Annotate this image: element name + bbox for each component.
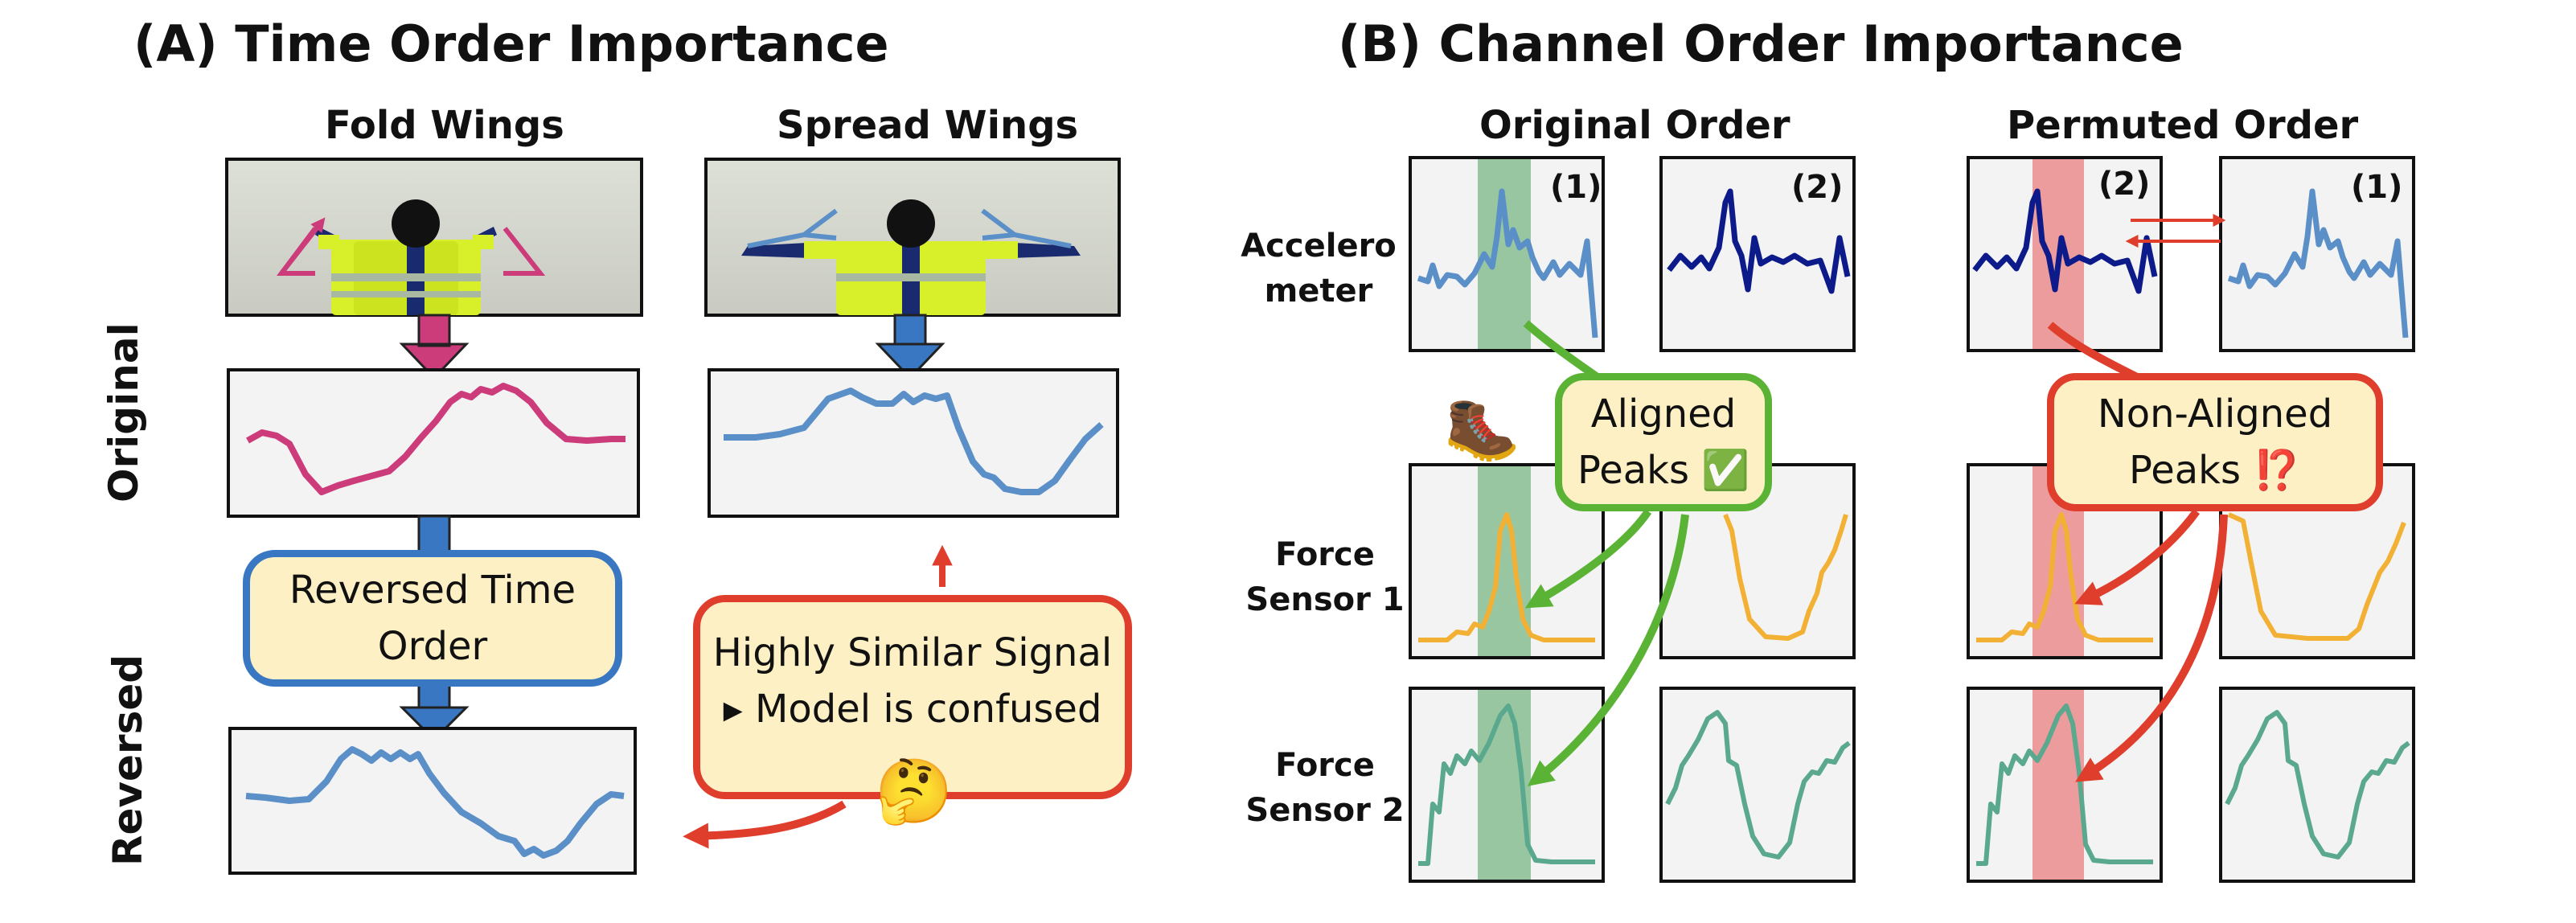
panel-b-title: (B) Channel Order Importance: [1338, 14, 2184, 73]
tag-acc-orig-2: (2): [1791, 169, 1844, 206]
exclamation-question-icon: ⁉️: [2253, 448, 2301, 493]
col-permuted-order: Permuted Order: [2007, 103, 2359, 148]
aligned-line1: Aligned: [1590, 392, 1737, 437]
tag-acc-orig-1: (1): [1550, 169, 1602, 206]
nonaligned-arrows: [2047, 322, 2228, 782]
thinking-emoji-icon: 🤔: [875, 756, 954, 828]
non-aligned-peaks-box: Non-Aligned Peaks ⁉️: [2047, 373, 2383, 511]
f2-line1: Force: [1275, 747, 1375, 784]
aligned-line2: Peaks: [1577, 448, 1689, 493]
nonaligned-line2-wrap: Peaks ⁉️: [2129, 442, 2301, 498]
confused-line2: Model is confused: [754, 687, 1102, 732]
aligned-peaks-box: Aligned Peaks ✅: [1555, 373, 1772, 511]
f1-orig-1: [1409, 463, 1605, 659]
plot-original-spread: [708, 368, 1119, 518]
fold-down-arrow: [399, 314, 470, 380]
confused-arrows: [683, 544, 953, 849]
acc-line1: Accelero: [1241, 228, 1397, 265]
row-label-accelerometer: Accelero meter: [1238, 224, 1399, 314]
boot-icon: 🥾: [1444, 392, 1520, 464]
f2-orig-1: [1409, 687, 1605, 883]
spread-down-arrow: [875, 314, 945, 380]
fold-wings-photo: [225, 158, 643, 317]
swap-arrows: [2125, 214, 2226, 248]
confused-line1: Highly Similar Signal: [712, 630, 1113, 675]
panel-a-title: (A) Time Order Importance: [133, 14, 889, 73]
col-spread-wings: Spread Wings: [777, 103, 1079, 148]
tag-acc-perm-1: (1): [2351, 169, 2403, 206]
tag-acc-perm-2: (2): [2098, 166, 2151, 203]
nonaligned-line1: Non-Aligned: [2097, 392, 2333, 437]
acc-orig-1: [1409, 156, 1605, 352]
acc-orig-2: [1659, 156, 1856, 352]
f1-line2: Sensor 1: [1245, 581, 1405, 618]
row-label-force-2: Force Sensor 2: [1245, 743, 1405, 833]
reverse-line1: Reversed Time: [289, 568, 576, 613]
plot-original-fold: [227, 368, 640, 518]
col-fold-wings: Fold Wings: [325, 103, 564, 148]
check-icon: ✅: [1701, 448, 1749, 493]
col-original-order: Original Order: [1479, 103, 1790, 148]
acc-line2: meter: [1264, 273, 1373, 310]
row-label-reversed: Reversed: [105, 654, 151, 866]
aligned-arrows: [1523, 320, 1689, 786]
acc-perm-2: [1967, 156, 2163, 352]
model-confused-box: Highly Similar Signal ▸ Model is confuse…: [693, 595, 1132, 799]
f2-orig-2: [1659, 687, 1856, 883]
reversed-time-order-box: Reversed Time Order: [243, 550, 622, 687]
spread-wings-photo: [704, 158, 1121, 317]
row-label-force-1: Force Sensor 1: [1245, 532, 1405, 622]
f2-perm-1: [1967, 687, 2163, 883]
nonaligned-line2: Peaks: [2128, 448, 2241, 493]
reverse-line2: Order: [377, 624, 488, 669]
acc-perm-1: [2219, 156, 2415, 352]
row-label-original: Original: [100, 322, 147, 503]
aligned-line2-wrap: Peaks ✅: [1577, 442, 1749, 498]
bullet-icon: ▸: [723, 687, 743, 732]
plot-reversed: [228, 727, 637, 875]
f1-line1: Force: [1275, 536, 1375, 573]
f2-line2: Sensor 2: [1245, 792, 1405, 829]
f2-perm-2: [2219, 687, 2415, 883]
confused-line2-wrap: ▸ Model is confused: [724, 681, 1102, 737]
